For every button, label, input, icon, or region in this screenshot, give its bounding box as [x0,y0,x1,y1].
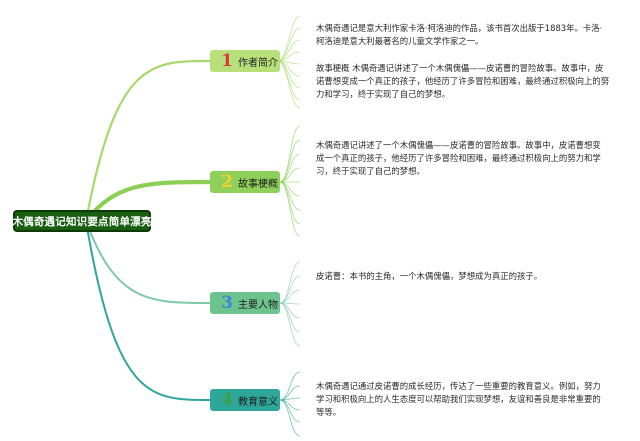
branch-connectors [83,59,213,401]
note-story-summary: 木偶奇遇记讲述了一个木偶傀儡——皮诺曹的冒险故事。故事中，皮诺曹想变成一个真正的… [316,140,601,176]
fan-line-3-5 [279,302,301,319]
fan-line-3-7 [279,302,301,347]
fan-line-4-1 [279,371,301,401]
root-topic-label: 木偶奇遇记知识要点简单漂亮 [12,215,152,228]
branch-number-1: 1 [221,51,233,71]
note-author-intro: 木偶奇遇记是意大利作家卡洛·柯洛迪的作品，该书首次出版于1883年。卡洛·柯洛迪… [316,23,603,46]
fan-line-1-9 [277,60,301,109]
branch-author-intro[interactable]: 1 作者简介 [210,50,280,72]
fan-line-2-3 [279,153,301,183]
branch-number-4: 4 [221,390,233,410]
fan-line-2-1 [279,125,301,183]
branch-number-2: 2 [221,172,233,192]
note-fan-lines [277,15,301,437]
branch-main-characters[interactable]: 3 主要人物 [210,292,280,314]
fan-line-3-1 [279,261,301,304]
root-topic[interactable]: 木偶奇遇记知识要点简单漂亮 [12,210,152,232]
note-main-characters: 皮诺曹：本书的主角，一个木偶傀儡，梦想成为真正的孩子。 [316,271,543,281]
connector-line-3 [85,220,211,304]
connector-line-4 [85,220,211,401]
fan-line-1-2 [277,27,301,62]
branch-number-3: 3 [221,293,233,313]
branch-story-summary[interactable]: 2 故事梗概 [210,171,280,193]
fan-line-2-2 [279,139,301,183]
fan-line-1-8 [277,60,301,101]
note-educational-meaning: 木偶奇遇记通过皮诺曹的成长经历，传达了一些重要的教育意义。例如，努力学习和积极向… [316,381,601,417]
connector-line-1 [84,59,212,223]
fan-line-4-6 [279,399,301,437]
branch-label-main-characters: 主要人物 [238,299,278,311]
connector-line-2 [83,179,213,224]
fan-line-2-8 [279,181,301,225]
branch-label-author-intro: 作者简介 [238,57,278,69]
branch-label-educational-meaning: 教育意义 [238,396,278,408]
fan-line-1-1 [277,15,301,62]
branch-label-story-summary: 故事梗概 [238,178,278,190]
fan-line-1-3 [277,39,301,62]
fan-line-2-7 [279,181,301,211]
fan-line-3-2 [279,275,301,304]
fan-line-2-4 [279,167,301,183]
fan-line-2-9 [279,181,301,237]
note-author-summary: 故事梗概 木偶奇遇记讲述了一个木偶傀儡——皮诺曹的冒险故事。故事中，皮诺曹想变成… [316,63,610,99]
branch-educational-meaning[interactable]: 4 教育意义 [210,389,280,411]
